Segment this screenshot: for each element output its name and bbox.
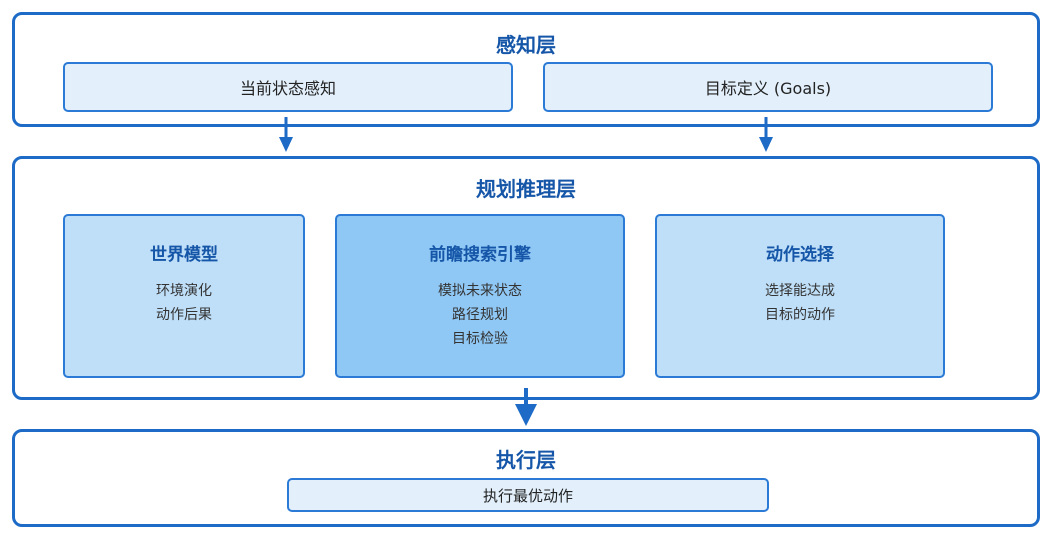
execute-optimal-action-box: 执行最优动作	[287, 478, 769, 512]
arrow-state-to-planning	[279, 117, 293, 152]
perception-layer: 感知层 当前状态感知 目标定义 (Goals)	[12, 12, 1040, 127]
search-engine-line: 模拟未来状态	[438, 283, 522, 299]
planning-reasoning-layer: 规划推理层 世界模型 环境演化 动作后果 前瞻搜索引擎 模拟未来状态 路径规划 …	[12, 156, 1040, 400]
action-selection-line: 目标的动作	[765, 307, 835, 323]
search-engine-line: 目标检验	[452, 331, 508, 347]
action-selection-module: 动作选择 选择能达成 目标的动作	[655, 214, 945, 378]
lookahead-search-engine-module: 前瞻搜索引擎 模拟未来状态 路径规划 目标检验	[335, 214, 625, 378]
arrow-goals-to-planning	[759, 117, 773, 152]
execution-layer: 执行层 执行最优动作	[12, 429, 1040, 527]
arrow-planning-to-execution	[515, 388, 537, 426]
world-model-line: 环境演化	[156, 283, 212, 299]
current-state-perception-box: 当前状态感知	[63, 62, 513, 112]
perception-layer-title: 感知层	[496, 33, 556, 57]
action-selection-title: 动作选择	[766, 245, 834, 265]
world-model-line: 动作后果	[156, 307, 212, 323]
world-model-module: 世界模型 环境演化 动作后果	[63, 214, 305, 378]
execution-layer-title: 执行层	[496, 448, 556, 472]
world-model-title: 世界模型	[150, 245, 218, 265]
lookahead-search-engine-title: 前瞻搜索引擎	[429, 245, 531, 265]
action-selection-line: 选择能达成	[765, 283, 835, 299]
search-engine-line: 路径规划	[452, 307, 508, 323]
planning-layer-title: 规划推理层	[476, 177, 576, 201]
goals-definition-box: 目标定义 (Goals)	[543, 62, 993, 112]
